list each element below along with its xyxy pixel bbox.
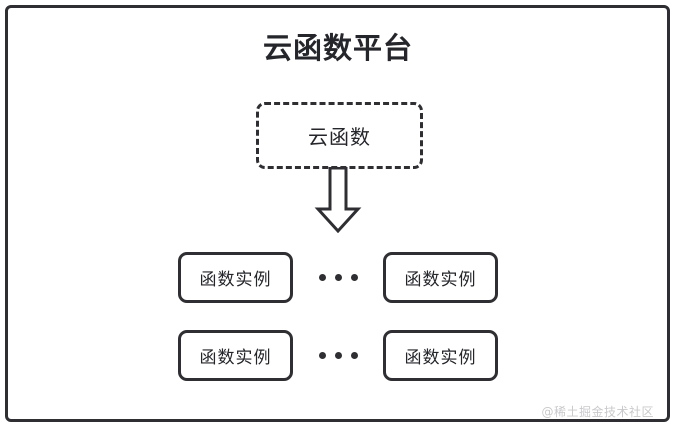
function-instance-label: 函数实例 — [404, 270, 477, 290]
instance-row-1: 函数实例 函数实例 — [0, 252, 676, 303]
function-instance-label: 函数实例 — [199, 270, 272, 290]
function-instance-label: 函数实例 — [199, 348, 272, 368]
ellipsis-indicator — [293, 330, 383, 381]
down-arrow-icon — [314, 166, 362, 234]
ellipsis-dot — [334, 274, 342, 281]
function-instance-box: 函数实例 — [178, 252, 293, 303]
ellipsis-dot — [350, 274, 358, 281]
instance-row-2: 函数实例 函数实例 — [0, 330, 676, 381]
page-title: 云函数平台 — [262, 31, 413, 65]
function-instance-label: 函数实例 — [404, 348, 477, 368]
function-instance-box: 函数实例 — [178, 330, 293, 381]
cloud-function-label: 云函数 — [308, 125, 371, 149]
watermark: @稀土掘金技术社区 — [541, 405, 654, 419]
ellipsis-dot — [318, 274, 326, 281]
cloud-function-box: 云函数 — [256, 102, 423, 169]
ellipsis-dot — [334, 352, 342, 359]
ellipsis-indicator — [293, 252, 383, 303]
ellipsis-dot — [350, 352, 358, 359]
ellipsis-dot — [318, 352, 326, 359]
function-instance-box: 函数实例 — [383, 252, 498, 303]
function-instance-box: 函数实例 — [383, 330, 498, 381]
